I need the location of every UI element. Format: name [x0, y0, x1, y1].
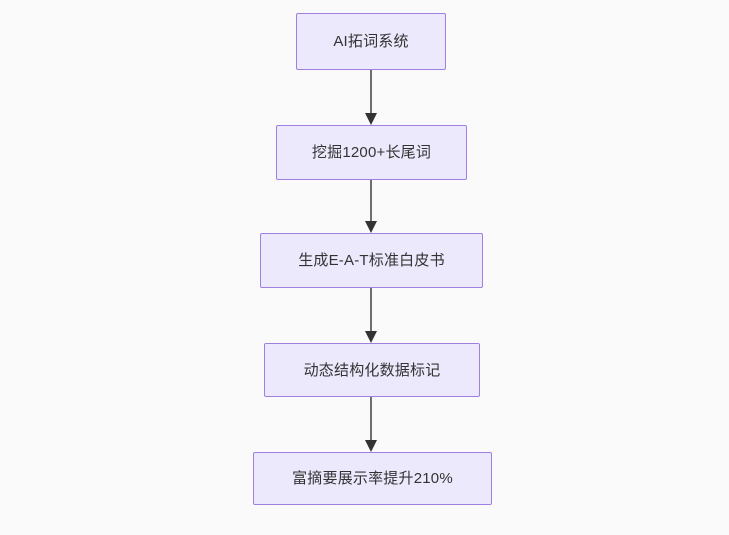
edge-n4-n5: [365, 397, 377, 452]
flow-node-label: AI拓词系统: [333, 33, 409, 50]
edge-n3-n4: [365, 288, 377, 343]
flow-node-ai-keyword-system[interactable]: AI拓词系统: [296, 13, 446, 70]
flow-node-label: 生成E-A-T标准白皮书: [298, 252, 445, 269]
flow-node-label: 动态结构化数据标记: [303, 361, 441, 379]
edge-n2-n3: [365, 180, 377, 233]
edge-n1-n2: [365, 70, 377, 125]
arrowhead-icon: [365, 440, 377, 452]
flow-node-structured-data-markup[interactable]: 动态结构化数据标记: [264, 343, 480, 397]
arrowhead-icon: [365, 221, 377, 233]
flow-node-label: 富摘要展示率提升210%: [292, 470, 453, 487]
flow-node-eat-whitepaper[interactable]: 生成E-A-T标准白皮书: [260, 233, 483, 288]
flow-node-rich-snippet-result[interactable]: 富摘要展示率提升210%: [253, 452, 492, 505]
arrowhead-icon: [365, 331, 377, 343]
arrowhead-icon: [365, 113, 377, 125]
flow-node-label: 挖掘1200+长尾词: [311, 144, 432, 161]
flow-node-longtail-mining[interactable]: 挖掘1200+长尾词: [276, 125, 467, 180]
